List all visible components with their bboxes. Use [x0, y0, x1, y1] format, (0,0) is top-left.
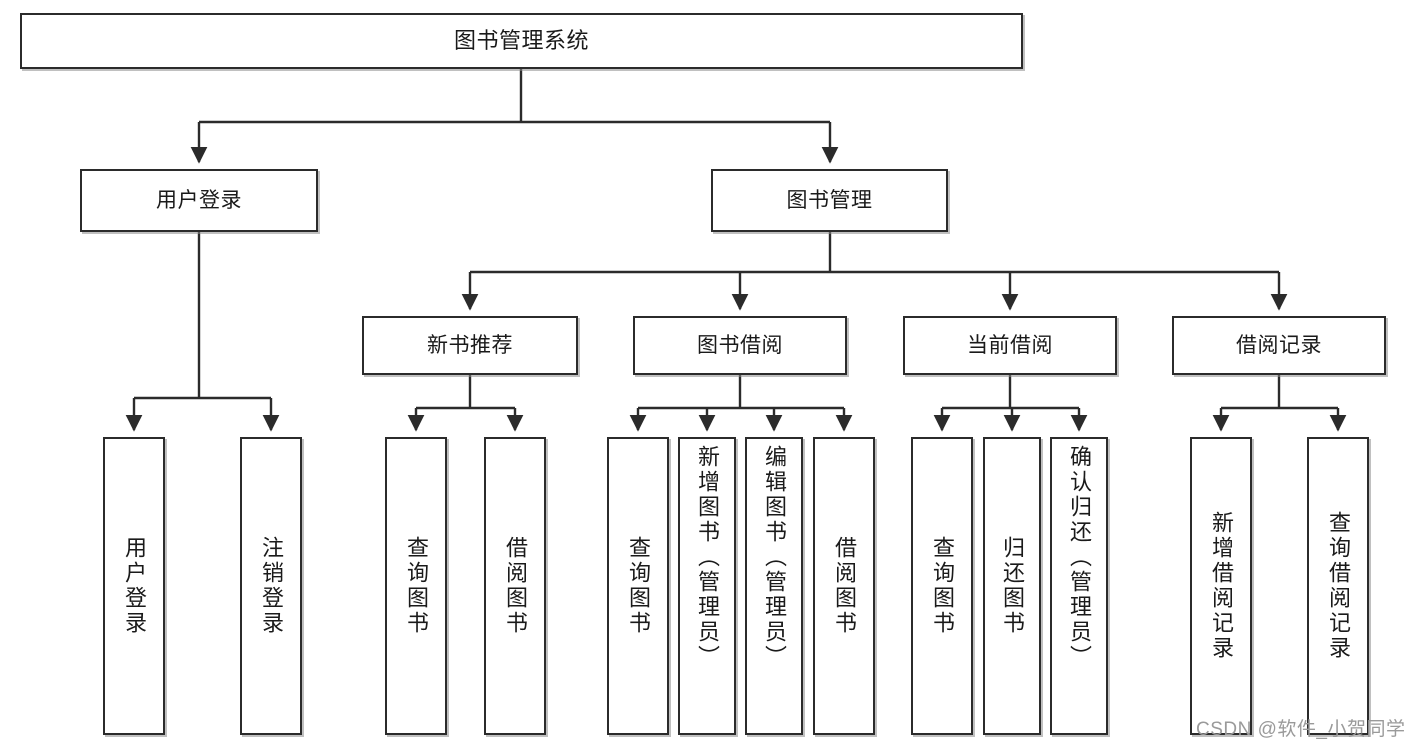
node-label: 图书管理系统 — [453, 27, 589, 53]
node-label: 借阅图书 — [832, 536, 857, 636]
node-label: 图书管理 — [786, 188, 873, 212]
node-label: 查询图书 — [404, 536, 429, 636]
node-label: 用户登录 — [156, 188, 242, 212]
node-label: 查询图书 — [930, 536, 955, 636]
node-book-borrowing[interactable]: 图书借阅 — [633, 316, 847, 375]
node-label: 借阅图书 — [503, 536, 528, 636]
leaf-confirm-return-admin[interactable]: 确认归还（管理员） — [1050, 437, 1108, 735]
leaf-borrow-book-borrowing[interactable]: 借阅图书 — [813, 437, 875, 735]
leaf-user-logout[interactable]: 注销登录 — [240, 437, 302, 735]
node-label: 确认归还（管理员） — [1067, 445, 1092, 670]
node-label: 新增借阅记录 — [1209, 511, 1234, 661]
leaf-borrow-book-new-rec[interactable]: 借阅图书 — [484, 437, 546, 735]
node-label: 查询图书 — [626, 536, 651, 636]
leaf-return-book[interactable]: 归还图书 — [983, 437, 1041, 735]
leaf-add-book-admin[interactable]: 新增图书（管理员） — [678, 437, 736, 735]
node-label: 借阅记录 — [1236, 333, 1322, 357]
leaf-edit-book-admin[interactable]: 编辑图书（管理员） — [745, 437, 803, 735]
leaf-query-book-new-rec[interactable]: 查询图书 — [385, 437, 447, 735]
node-label: 图书借阅 — [697, 333, 783, 357]
node-label: 用户登录 — [122, 536, 147, 636]
node-label: 新增图书（管理员） — [695, 445, 720, 670]
node-borrowing-record[interactable]: 借阅记录 — [1172, 316, 1386, 375]
leaf-query-book-borrowing[interactable]: 查询图书 — [607, 437, 669, 735]
csdn-watermark: CSDN @软件_小贺同学 — [1196, 719, 1405, 740]
leaf-query-borrow-record[interactable]: 查询借阅记录 — [1307, 437, 1369, 735]
node-label: 编辑图书（管理员） — [762, 445, 787, 670]
node-book-management[interactable]: 图书管理 — [711, 169, 948, 232]
node-label: 注销登录 — [259, 536, 284, 636]
node-label: 当前借阅 — [967, 333, 1053, 357]
leaf-query-book-current[interactable]: 查询图书 — [911, 437, 973, 735]
node-label: 查询借阅记录 — [1326, 511, 1351, 661]
node-label: 新书推荐 — [427, 333, 513, 357]
node-root-book-management-system[interactable]: 图书管理系统 — [20, 13, 1023, 69]
node-user-login[interactable]: 用户登录 — [80, 169, 318, 232]
node-current-borrowing[interactable]: 当前借阅 — [903, 316, 1117, 375]
leaf-user-login[interactable]: 用户登录 — [103, 437, 165, 735]
node-label: 归还图书 — [1000, 536, 1025, 636]
node-new-book-recommendation[interactable]: 新书推荐 — [362, 316, 578, 375]
leaf-add-borrow-record[interactable]: 新增借阅记录 — [1190, 437, 1252, 735]
